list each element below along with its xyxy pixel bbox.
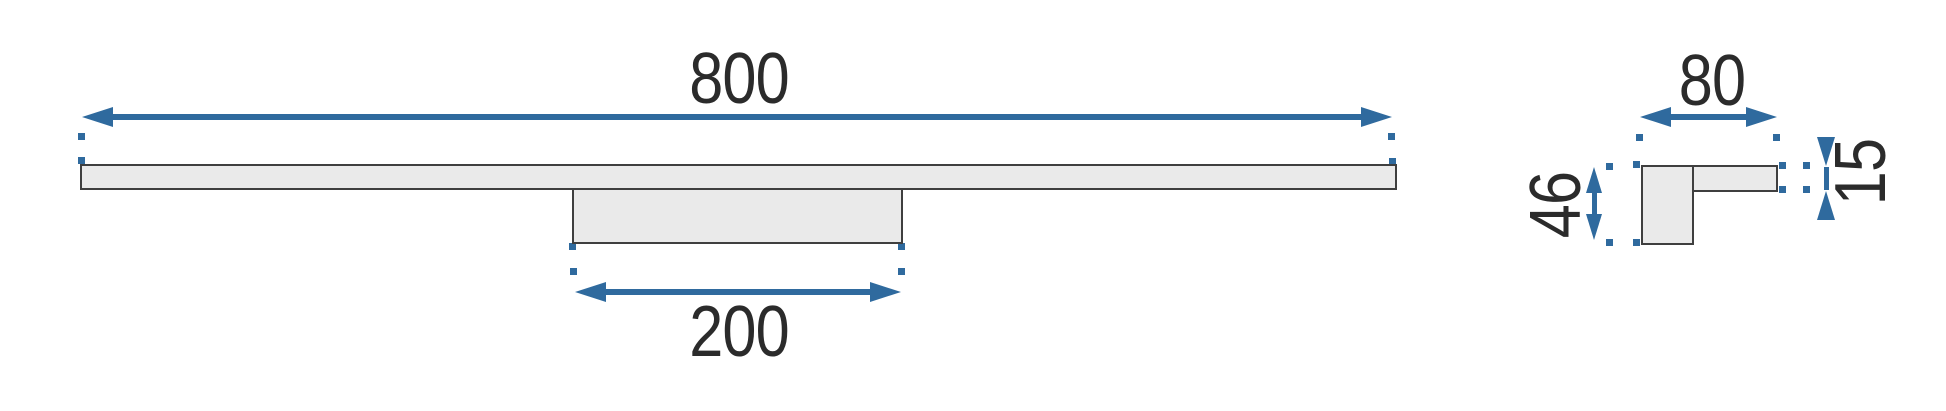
witness-dot xyxy=(570,268,577,275)
witness-dot xyxy=(1773,134,1780,141)
dim-depth-label: 80 xyxy=(1678,41,1746,121)
witness-dot xyxy=(1803,186,1810,193)
witness-dot xyxy=(78,157,85,164)
witness-dot xyxy=(1388,133,1395,140)
witness-dot xyxy=(569,243,576,250)
dim-length-label: 800 xyxy=(689,39,789,119)
witness-dot xyxy=(1779,162,1786,169)
mounting-bracket-front xyxy=(572,188,903,244)
mounting-bracket-side xyxy=(1641,165,1694,245)
dim-thickness-arrow-bottom xyxy=(1817,191,1835,220)
witness-dot xyxy=(1606,163,1613,170)
witness-dot xyxy=(1606,239,1613,246)
dim-bracket-arrow xyxy=(575,282,901,302)
dim-thickness-label: 15 xyxy=(1821,138,1901,206)
witness-dot xyxy=(78,133,85,140)
witness-dot xyxy=(898,243,905,250)
dim-thickness-arrow-top xyxy=(1817,137,1835,166)
witness-dot xyxy=(1633,239,1640,246)
dim-length-arrow xyxy=(82,107,1392,127)
witness-dot xyxy=(898,268,905,275)
dim-thickness-shaft xyxy=(1824,167,1829,190)
witness-dot xyxy=(1803,162,1810,169)
dim-height-arrow xyxy=(1586,167,1602,240)
lamp-bar-front xyxy=(80,164,1397,190)
witness-dot xyxy=(1636,134,1643,141)
witness-dot xyxy=(1389,158,1396,165)
dim-depth-arrow xyxy=(1640,107,1777,127)
dim-bracket-label: 200 xyxy=(689,292,789,372)
witness-dot xyxy=(1633,161,1640,168)
dim-height-label: 46 xyxy=(1516,171,1596,239)
lamp-bar-side xyxy=(1692,165,1778,192)
witness-dot xyxy=(1779,186,1786,193)
